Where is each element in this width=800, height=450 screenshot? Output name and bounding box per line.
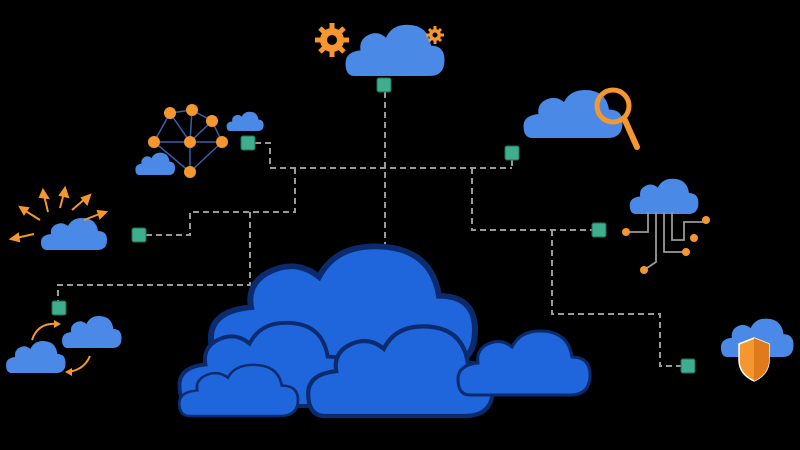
node-top xyxy=(376,77,392,93)
node-search xyxy=(504,145,520,161)
cloud-radiating-arrows-icon xyxy=(8,185,109,250)
connector-lines xyxy=(57,92,688,367)
cloud-gear-icon xyxy=(315,23,445,76)
connector-nodes xyxy=(51,77,696,374)
cloud-cluster-icon xyxy=(177,246,592,416)
cloud-network-icon xyxy=(135,104,264,178)
cloud-magnifier-icon xyxy=(523,87,640,150)
node-sync xyxy=(51,300,67,316)
node-security xyxy=(680,358,696,374)
cloud-circuit-icon xyxy=(622,178,710,274)
cloud-sync-icon xyxy=(6,316,122,376)
node-circuit xyxy=(591,222,607,238)
node-broadcast xyxy=(131,227,147,243)
cloud-shield-icon xyxy=(720,318,794,382)
node-network xyxy=(240,135,256,151)
